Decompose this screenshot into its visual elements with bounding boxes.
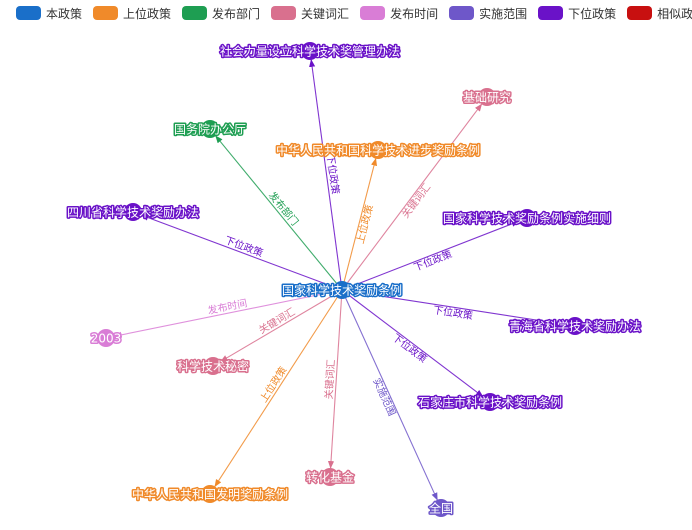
node-circle [566, 317, 584, 335]
legend-label: 相似政策 [657, 6, 692, 21]
legend-label: 下位政策 [568, 6, 617, 21]
center-policy-node[interactable]: 国家科学技术奖励条例 [280, 281, 404, 299]
node-circle [124, 203, 142, 221]
edge-label: 关键词汇 [399, 181, 433, 221]
node-label: 基础研究 [463, 90, 511, 105]
legend-swatch-release-time [360, 6, 386, 20]
edge-label: 发布部门 [266, 189, 301, 228]
legend-label: 本政策 [46, 6, 83, 21]
node-circle [481, 393, 499, 411]
node-circle [201, 120, 219, 138]
legend-label: 上位政策 [123, 6, 172, 21]
edge-n2 [215, 135, 343, 291]
edge-label: 下位政策 [412, 247, 454, 274]
node-circle [369, 141, 387, 159]
policy-node-n6[interactable]: 国家科学技术奖励条例实施细则 [441, 209, 613, 227]
node-circle [478, 88, 496, 106]
node-circle [321, 468, 339, 486]
node-label: 转化基金 [306, 470, 354, 485]
edge-label: 下位政策 [223, 233, 265, 259]
legend-item-similar-policy[interactable]: 相似政策 [627, 5, 692, 22]
policy-node-n4[interactable]: 基础研究 [461, 88, 513, 106]
node-label: 中华人民共和国科学技术进步奖励条例 [276, 143, 480, 158]
edge-n1 [309, 59, 343, 291]
legend-swatch-scope [449, 6, 475, 20]
policy-node-n13[interactable]: 全国 [427, 499, 455, 517]
edge-n4 [341, 103, 483, 291]
legend: 本政策 上位政策 发布部门 关键词汇 发布时间 实施范围 下位政策 相似政策 [16, 4, 692, 22]
edge-n10 [341, 289, 484, 398]
legend-item-release-time[interactable]: 发布时间 [360, 5, 438, 22]
edge-n5 [140, 214, 343, 291]
policy-node-n5[interactable]: 四川省科学技术奖励办法 [65, 203, 201, 221]
node-label: 青海省科学技术奖励办法 [509, 319, 641, 334]
node-circle [333, 281, 351, 299]
legend-item-keyword[interactable]: 关键词汇 [271, 5, 349, 22]
legend-swatch-lower-policy [538, 6, 564, 20]
policy-node-n3[interactable]: 中华人民共和国科学技术进步奖励条例 [274, 141, 482, 159]
edge-n11 [327, 289, 343, 469]
legend-item-lower-policy[interactable]: 下位政策 [538, 5, 616, 22]
edge-n8 [341, 289, 567, 327]
edge-label: 关键词汇 [256, 305, 297, 337]
node-circle [432, 499, 450, 517]
edge-label: 下位政策 [324, 154, 342, 195]
policy-node-n8[interactable]: 青海省科学技术奖励办法 [507, 317, 643, 335]
legend-label: 关键词汇 [301, 6, 350, 21]
edge-n3 [341, 157, 378, 291]
policy-node-n10[interactable]: 石家庄市科学技术奖励条例 [416, 393, 564, 411]
edge-label: 发布时间 [207, 296, 249, 317]
legend-item-upper-policy[interactable]: 上位政策 [93, 5, 171, 22]
edge-label: 下位政策 [432, 303, 474, 322]
node-label: 社会力量设立科学技术奖管理办法 [220, 44, 400, 59]
edge-n9 [220, 289, 343, 362]
policy-node-n9[interactable]: 科学技术秘密 [175, 357, 251, 375]
node-label: 国务院办公厅 [174, 122, 246, 137]
node-circle [204, 357, 222, 375]
edge-label: 上位政策 [257, 364, 290, 405]
node-label: 全国 [429, 501, 453, 516]
edge-n12 [214, 289, 343, 488]
legend-swatch-similar-policy [627, 6, 653, 20]
policy-node-n2[interactable]: 国务院办公厅 [172, 120, 248, 138]
node-label: 四川省科学技术奖励办法 [67, 205, 199, 220]
legend-item-scope[interactable]: 实施范围 [449, 5, 527, 22]
node-label: 石家庄市科学技术奖励条例 [418, 395, 562, 410]
edge-n13 [341, 289, 438, 501]
legend-item-issuing-department[interactable]: 发布部门 [182, 5, 260, 22]
edge-n6 [341, 220, 520, 291]
legend-label: 发布部门 [212, 6, 261, 21]
legend-swatch-core-policy [16, 6, 41, 20]
node-circle [201, 485, 219, 503]
node-label: 国家科学技术奖励条例 [282, 283, 402, 298]
policy-node-n7[interactable]: 2003 [89, 329, 123, 347]
edge-n7 [114, 289, 343, 338]
node-label: 2003 [91, 332, 122, 346]
legend-swatch-keyword [271, 6, 297, 20]
node-circle [97, 329, 115, 347]
legend-label: 发布时间 [390, 6, 439, 21]
policy-node-n1[interactable]: 社会力量设立科学技术奖管理办法 [218, 42, 402, 60]
node-circle [301, 42, 319, 60]
edge-label: 下位政策 [390, 331, 430, 366]
legend-swatch-issuing-department [182, 6, 208, 20]
node-label: 科学技术秘密 [177, 359, 249, 374]
node-label: 中华人民共和国发明奖励条例 [132, 487, 288, 502]
edge-label: 关键词汇 [322, 359, 338, 400]
legend-item-core-policy[interactable]: 本政策 [16, 5, 82, 22]
legend-label: 实施范围 [479, 6, 528, 21]
edge-label: 上位政策 [353, 203, 376, 245]
node-label: 国家科学技术奖励条例实施细则 [443, 211, 611, 226]
legend-swatch-upper-policy [93, 6, 119, 20]
node-circle [518, 209, 536, 227]
policy-node-n12[interactable]: 中华人民共和国发明奖励条例 [130, 485, 290, 503]
policy-node-n11[interactable]: 转化基金 [304, 468, 356, 486]
